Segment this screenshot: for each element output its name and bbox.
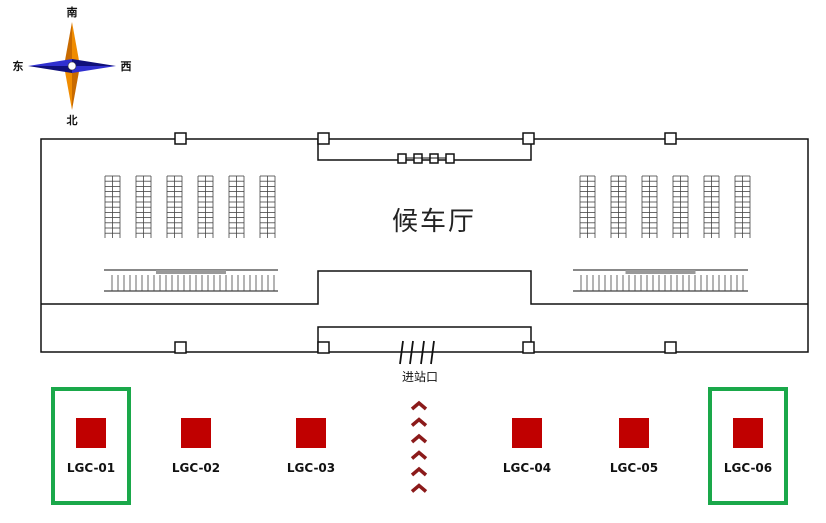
up-arrow-icon	[410, 417, 428, 427]
seat-row	[135, 175, 152, 238]
column	[317, 341, 330, 354]
compass-center	[67, 61, 77, 71]
compass-north-needle-shade	[64, 22, 72, 66]
compass-east-needle	[28, 59, 72, 66]
column	[174, 341, 187, 354]
seat-row	[579, 175, 596, 238]
direction-arrows	[410, 400, 428, 493]
seat-row	[228, 175, 245, 238]
outer-wall	[40, 138, 809, 353]
inner-wall-left	[41, 270, 808, 305]
column	[317, 132, 330, 145]
terminal-highlight-box	[708, 387, 788, 505]
seat-row	[610, 175, 627, 238]
seat-row	[672, 175, 689, 238]
compass-west-needle-shade	[72, 66, 116, 73]
compass-top-label: 南	[67, 5, 78, 19]
terminal-label: LGC-06	[724, 461, 772, 475]
hall-title: 候车厅	[392, 207, 476, 237]
terminal-lgc-04[interactable]: LGC-04	[503, 418, 551, 475]
gate-line	[430, 340, 435, 365]
compass-east-needle-shade	[28, 66, 72, 73]
bottom-bay-outline	[317, 326, 532, 352]
terminals: LGC-01 LGC-02 LGC-03 LGC-04 LGC-05 LGC-06	[51, 387, 788, 505]
compass-right-label: 西	[121, 60, 132, 73]
seat-row	[166, 175, 183, 238]
counters	[104, 269, 748, 292]
terminal-lgc-05[interactable]: LGC-05	[610, 418, 658, 475]
column	[522, 341, 535, 354]
terminal-marker	[619, 418, 649, 448]
small-post	[397, 153, 407, 164]
compass-west-needle	[72, 59, 116, 66]
ticket-counter	[104, 269, 278, 292]
compass-bottom-label: 北	[67, 113, 78, 127]
gate-line	[420, 340, 425, 365]
terminal-highlight-box	[51, 387, 131, 505]
compass-left-label: 东	[13, 59, 24, 73]
compass-south-needle	[72, 66, 80, 110]
terminal-lgc-01[interactable]: LGC-01	[51, 387, 131, 505]
terminal-label: LGC-04	[503, 461, 551, 475]
column	[174, 132, 187, 145]
column	[522, 132, 535, 145]
terminal-marker	[181, 418, 211, 448]
column	[664, 341, 677, 354]
seat-row	[641, 175, 658, 238]
terminal-lgc-03[interactable]: LGC-03	[287, 418, 335, 475]
terminal-marker	[512, 418, 542, 448]
up-arrow-icon	[410, 400, 428, 411]
terminal-marker	[296, 418, 326, 448]
building-outline	[40, 138, 809, 353]
terminal-label: LGC-03	[287, 461, 335, 475]
terminal-label: LGC-01	[67, 461, 115, 475]
column	[664, 132, 677, 145]
small-post	[445, 153, 455, 164]
seating-area	[104, 175, 751, 238]
gate-line	[409, 340, 414, 365]
compass: 南 北 东 西	[13, 5, 132, 127]
seat-row	[104, 175, 121, 238]
seat-row	[197, 175, 214, 238]
entrance-label: 进站口	[402, 370, 438, 384]
ticket-counter	[573, 269, 748, 292]
columns	[174, 132, 677, 354]
terminal-label: LGC-05	[610, 461, 658, 475]
terminal-marker	[733, 418, 763, 448]
top-bay-outline	[317, 139, 532, 161]
up-arrow-icon	[410, 466, 428, 477]
terminal-marker	[76, 418, 106, 448]
seat-row	[259, 175, 276, 238]
up-arrow-icon	[410, 450, 428, 460]
compass-north-needle	[72, 22, 80, 66]
terminal-lgc-02[interactable]: LGC-02	[172, 418, 220, 475]
up-arrow-icon	[410, 433, 428, 444]
compass-south-needle-shade	[64, 66, 72, 110]
terminal-label: LGC-02	[172, 461, 220, 475]
up-arrow-icon	[410, 483, 428, 493]
seat-row	[734, 175, 751, 238]
entrance-gates	[399, 340, 435, 365]
seat-row	[703, 175, 720, 238]
gate-line	[399, 340, 404, 365]
terminal-lgc-06[interactable]: LGC-06	[708, 387, 788, 505]
